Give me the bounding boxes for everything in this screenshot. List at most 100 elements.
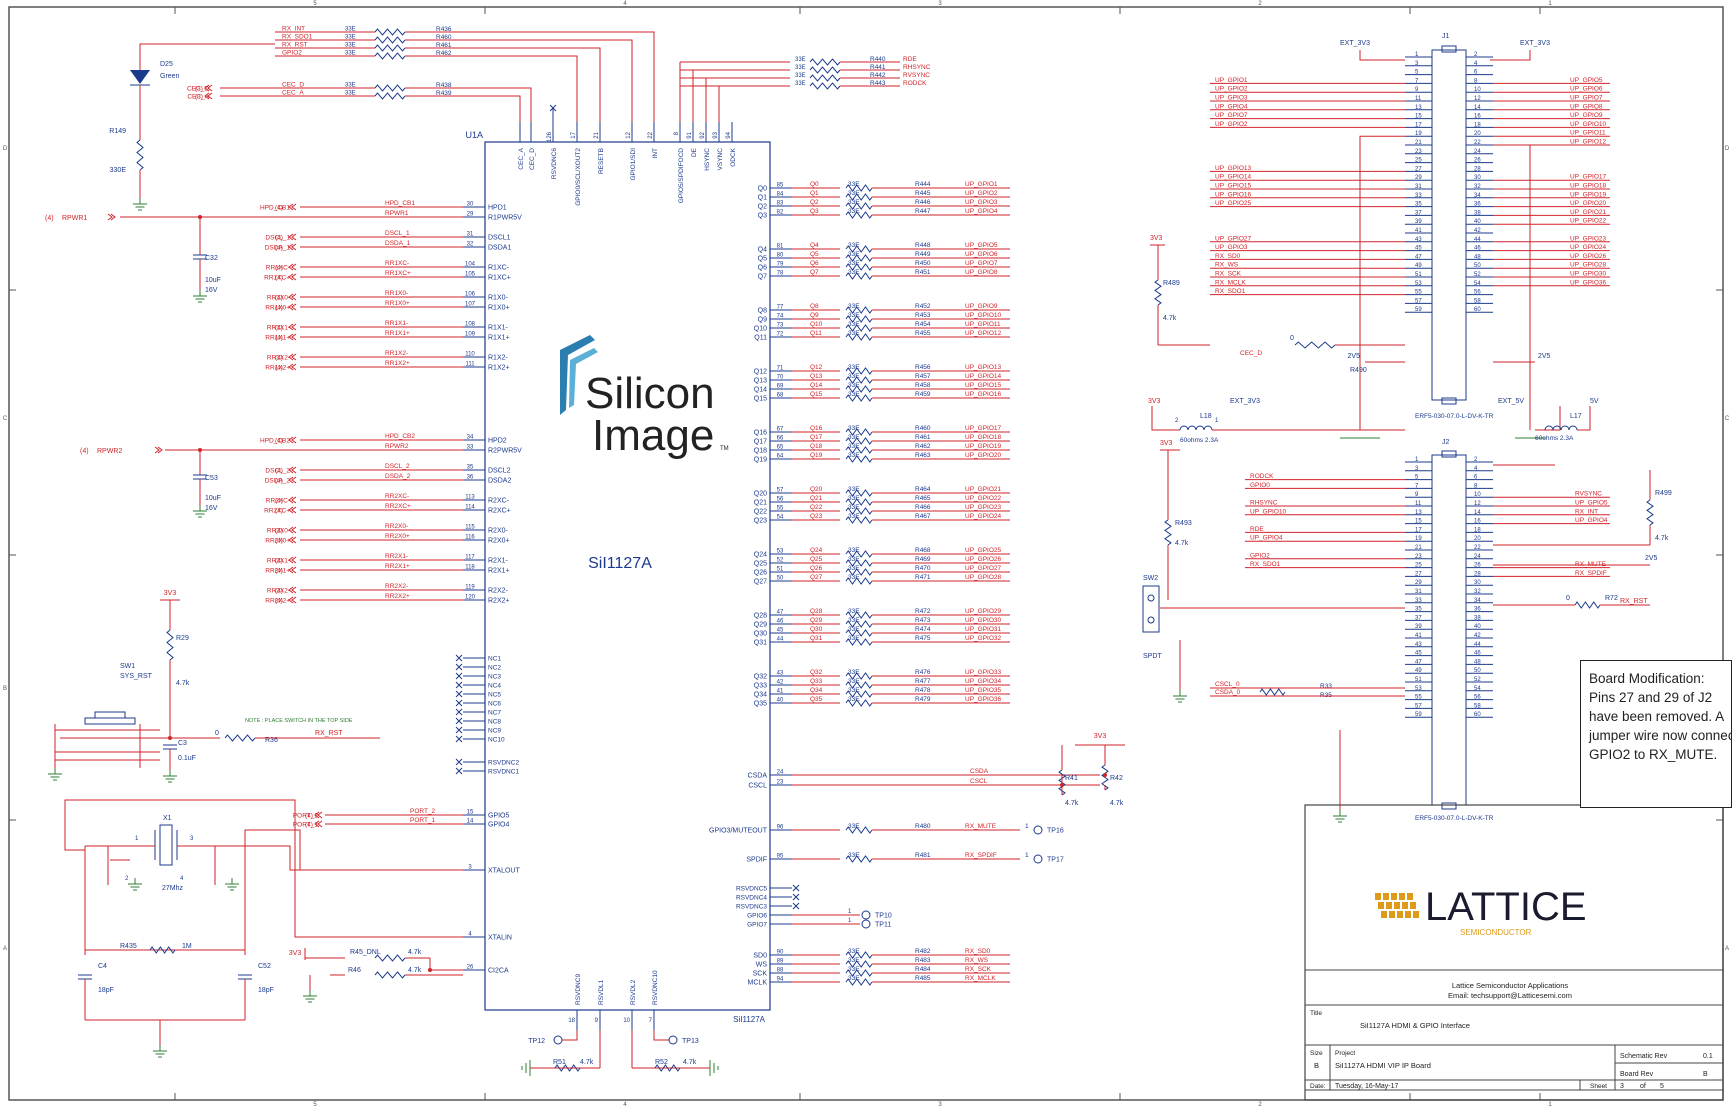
placement-note: NOTE : PLACE SWITCH IN THE TOP SIDE	[245, 718, 353, 724]
chip-right-pin-label: Q22	[754, 509, 767, 516]
resistor	[374, 44, 406, 52]
net-label: RR2X2+	[385, 593, 410, 600]
test-point	[1033, 854, 1043, 864]
cap-ref: C32	[205, 255, 218, 262]
sheet-border	[8, 6, 1724, 1101]
net-label: RDE	[1250, 526, 1264, 533]
note-line: jumper wire now connects	[1589, 728, 1732, 743]
resistor	[845, 855, 873, 863]
chip-right-pin-label: Q25	[754, 561, 767, 568]
connector-pin-number: 3	[1415, 61, 1419, 67]
net-label: UP_GPIO7	[965, 260, 998, 267]
resistor	[845, 516, 873, 524]
pin-number: 4	[180, 876, 184, 882]
no-connect-mark	[455, 726, 463, 734]
chip-nc-pin-label: NC1	[488, 656, 501, 663]
switch-contact	[1147, 594, 1155, 602]
resistor-value: 33E	[848, 251, 860, 258]
connector-pin-number: 41	[1415, 228, 1422, 234]
off-page-port	[154, 446, 160, 454]
net-label: CSDA_0	[1215, 689, 1241, 696]
chip-right-pin-label: Q33	[754, 683, 767, 690]
resistor	[845, 978, 873, 986]
lattice-logo-grid	[1397, 911, 1403, 918]
net-label: Q16	[810, 425, 823, 432]
port-label: RR2X0-	[267, 528, 290, 535]
logo-line-2: Image	[592, 411, 714, 460]
sheet-label: Sheet	[1590, 1083, 1607, 1090]
net-label: CEC_A	[282, 90, 304, 97]
chip-top-pin-label: CEC_D	[529, 148, 536, 170]
off-page-port	[291, 506, 297, 514]
size-value: B	[1314, 1061, 1319, 1070]
resistor-value: 33E	[848, 443, 860, 450]
off-page-port	[291, 293, 297, 301]
connector-pin-number: 4	[1474, 466, 1478, 472]
resistor-ref: R29	[176, 635, 189, 642]
resistor-ref: R447	[915, 208, 931, 215]
chip-left-pin-label: R1X0+	[488, 305, 510, 312]
title-block-email: Email: techsupport@Latticesemi.com	[1448, 991, 1572, 1000]
silicon-image-logo-mark	[560, 335, 595, 415]
chip-rsvd-pin-label: RSVDNC2	[488, 760, 519, 767]
chip-right-pin-number: 70	[777, 375, 784, 381]
net-label: Q35	[810, 696, 823, 703]
resistor-ref: R451	[915, 269, 931, 276]
chip-left-pin-label: HPD2	[488, 438, 507, 445]
port-label: RR2XC-	[266, 498, 290, 505]
lattice-logo-grid	[1413, 911, 1419, 918]
connector-pin-number: 16	[1474, 114, 1481, 120]
power-net-label: 3V3	[164, 590, 177, 597]
resistor-ref: R493	[1175, 520, 1192, 527]
off-page-ref: (4)	[275, 355, 283, 362]
resistor-value: 33E	[848, 966, 860, 973]
chip-right-pin-label: Q21	[754, 500, 767, 507]
chip-right-pin-number: 56	[777, 497, 784, 503]
connector-pin-number: 57	[1415, 298, 1422, 304]
resistor-value: 33E	[848, 190, 860, 197]
chip-right-pin-number: 69	[777, 384, 784, 390]
net-label: RX_SD0	[965, 948, 991, 955]
off-page-ref: (4)	[45, 215, 54, 222]
connector-pin-number: 52	[1474, 677, 1481, 683]
resistor-value: 33E	[848, 635, 860, 642]
connector-pin-number: 15	[1415, 114, 1422, 120]
resistor	[845, 184, 873, 192]
net-label: UP_GPIO17	[1570, 174, 1607, 181]
connector-pin-number: 11	[1415, 501, 1422, 507]
crystal-frequency: 27Mhz	[162, 885, 184, 892]
off-page-ref: (3)	[195, 94, 203, 101]
net-label: Q31	[810, 635, 823, 642]
chip-nc-pin-label: NC5	[488, 692, 501, 699]
connector-pin-number: 36	[1474, 202, 1481, 208]
chip-right-pin-number: 78	[777, 271, 784, 277]
chip-right-pin-number: 96	[777, 825, 784, 831]
resistor-value: 33E	[848, 957, 860, 964]
switch-contact	[1147, 616, 1155, 624]
off-page-port	[291, 273, 297, 281]
chip-right-pin-label: SCK	[753, 971, 768, 978]
chip-top-pin-label: RESETB	[598, 148, 605, 174]
chip-right-pin-label: Q0	[758, 186, 767, 193]
off-page-ref: (4)	[305, 813, 313, 820]
off-page-port	[110, 213, 116, 221]
test-point-label: TP13	[682, 1038, 699, 1045]
xtal-out-wire	[245, 845, 463, 871]
connector-pin-number: 19	[1415, 131, 1422, 137]
resistor	[845, 333, 873, 341]
chip-left-pin-label: R1XC+	[488, 275, 511, 282]
wire	[1535, 406, 1561, 431]
chip-top-pin-number: 126	[547, 131, 553, 142]
net-label: RX_MUTE	[965, 823, 997, 830]
off-page-port	[291, 466, 297, 474]
border-column-label: 1	[1548, 1, 1552, 7]
chip-right-pin-number: 74	[777, 314, 784, 320]
chip-right-pin-label: Q1	[758, 195, 767, 202]
schematic-rev-value: 0.1	[1703, 1053, 1713, 1060]
resistor-ref: R446	[915, 199, 931, 206]
wire	[405, 95, 521, 122]
resistor-ref: R482	[915, 948, 931, 955]
off-page-ref: (4)	[275, 568, 283, 575]
connector-pin-number: 58	[1474, 703, 1481, 709]
net-label: DSCL_2	[385, 463, 410, 470]
